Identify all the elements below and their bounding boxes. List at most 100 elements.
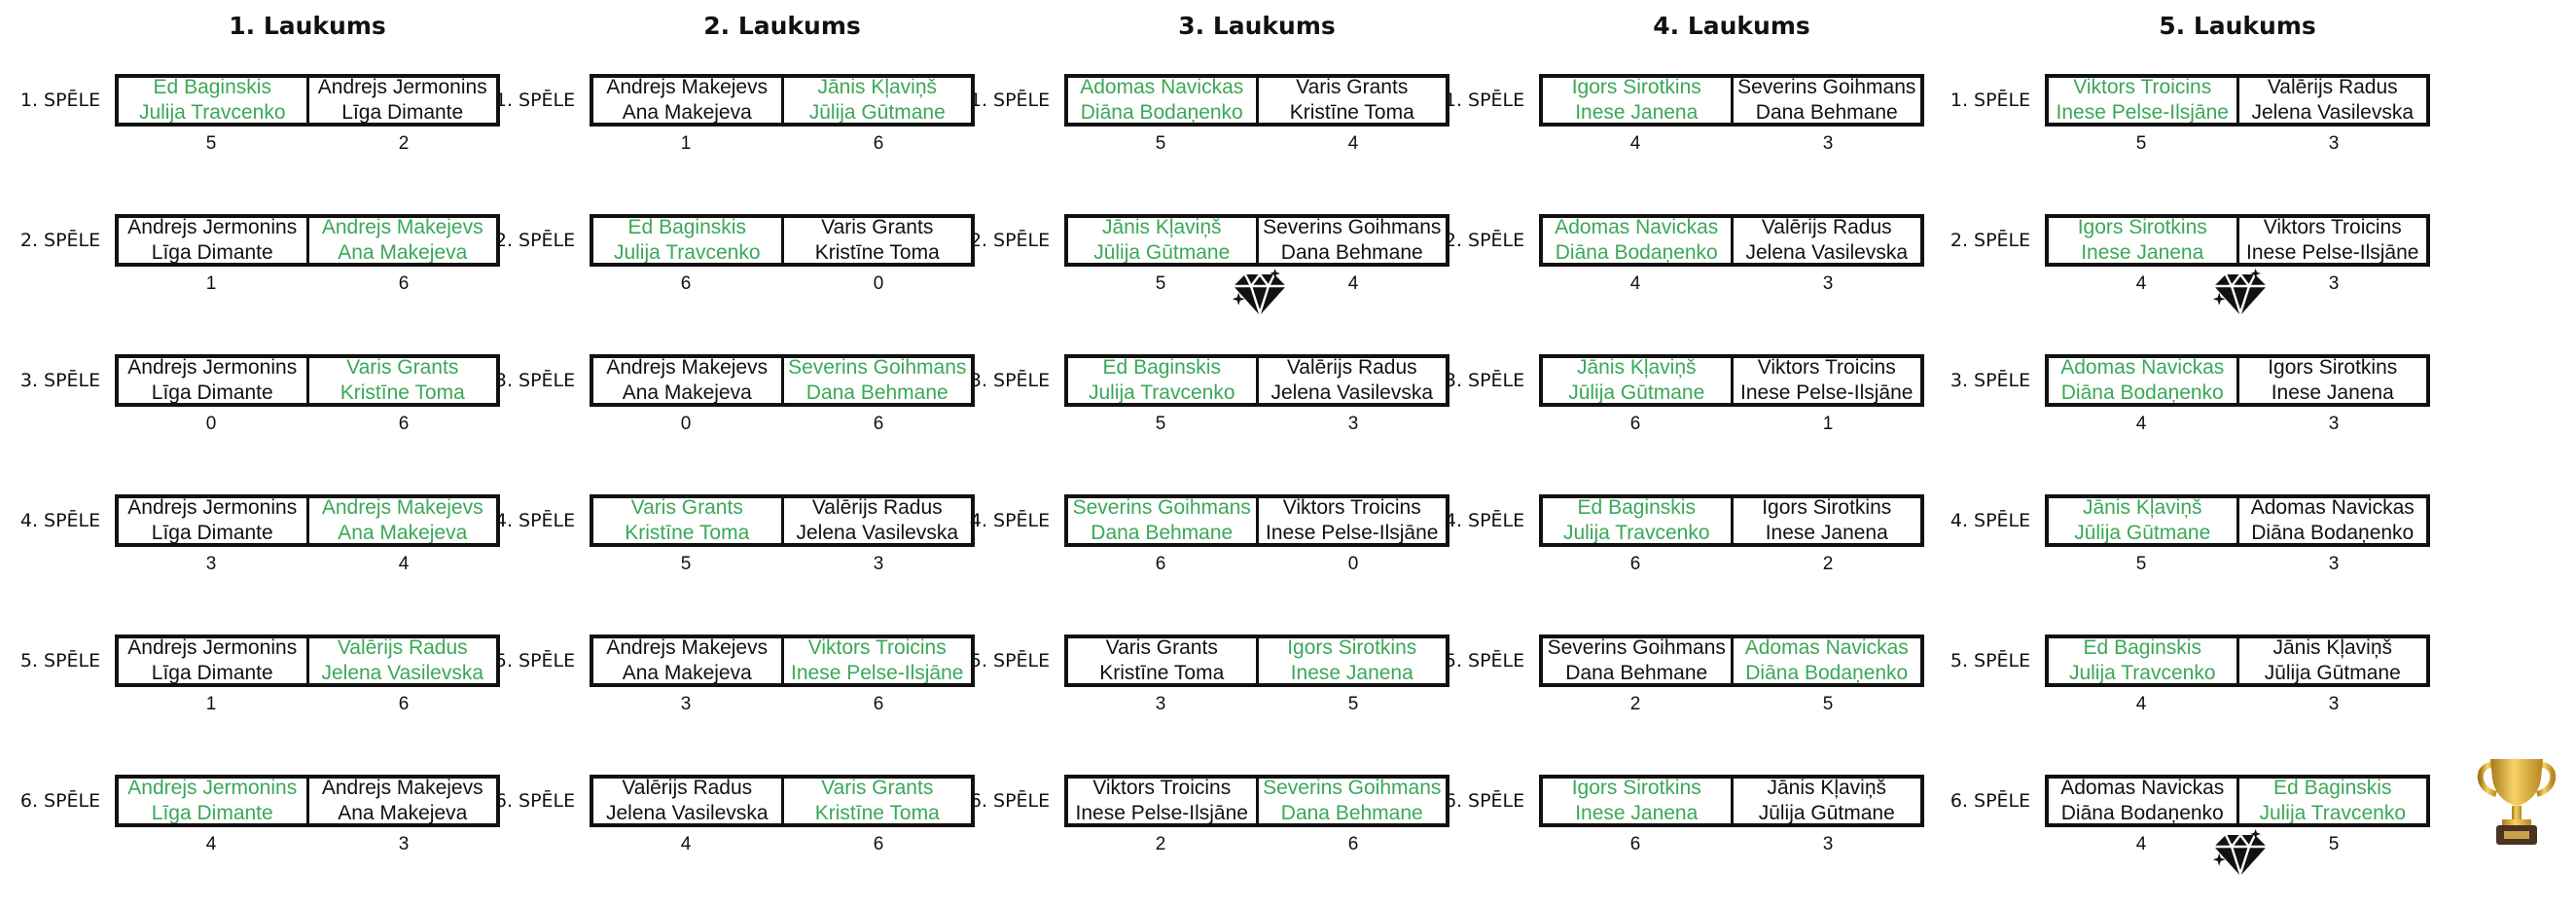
player-name: Jūlija Gūtmane [2074,522,2211,543]
score-right: 3 [1822,133,1834,154]
player-name: Līga Dimante [151,662,273,683]
player-name: Jānis Kļaviņš [2272,638,2393,659]
player-name: Jānis Kļaviņš [1767,779,1887,799]
player-name: Andrejs Makejevs [606,78,769,98]
player-name: Ana Makejeva [338,802,468,823]
score-left: 5 [2135,554,2147,574]
player-name: Julija Travcenko [1562,522,1710,543]
score-left: 4 [1629,133,1641,154]
game-label: 6. SPĒLE [1444,790,1525,812]
diamond-icon [2212,269,2269,324]
score-left: 2 [1155,834,1166,854]
trophy-icon [2471,755,2562,853]
score-right: 6 [873,133,884,154]
player-name: Andrejs Makejevs [321,498,483,519]
score-left: 6 [680,273,692,294]
game-label: 2. SPĒLE [969,230,1051,251]
game-label: 3. SPĒLE [1444,370,1525,391]
player-name: Līga Dimante [151,522,273,543]
game-label: 3. SPĒLE [1950,370,2031,391]
score-right: 4 [1347,273,1359,294]
player-name: Andrejs Jermonins [127,779,298,799]
player-name: Jānis Kļaviņš [1101,218,1222,238]
player-name: Viktors Troicins [2263,218,2402,238]
score-left: 3 [680,694,692,714]
player-name: Līga Dimante [151,381,273,403]
score-right: 5 [1822,694,1834,714]
player-name: Igors Sirotkins [1762,498,1892,519]
player-name: Dana Behmane [1565,662,1708,683]
game-label: 2. SPĒLE [1950,230,2031,251]
player-name: Jānis Kļaviņš [817,78,938,98]
score-left: 6 [1629,834,1641,854]
player-name: Līga Dimante [151,802,273,823]
score-left: 4 [2135,694,2147,714]
player-name: Varis Grants [821,218,934,238]
game-label: 6. SPĒLE [494,790,576,812]
score-right: 3 [2328,133,2340,154]
score-left: 0 [680,414,692,434]
player-name: Kristīne Toma [625,522,750,543]
player-name: Adomas Navickas [2250,498,2415,519]
player-name: Jūlija Gūtmane [1758,802,1895,823]
score-left: 3 [205,554,217,574]
player-name: Valērijs Radus [811,498,943,519]
player-name: Andrejs Jermonins [127,358,298,379]
player-name: Andrejs Jermonins [127,638,298,659]
player-name: Inese Janena [1290,662,1413,683]
game-label: 1. SPĒLE [494,90,576,111]
player-name: Valērijs Radus [1761,218,1892,238]
game-label: 6. SPĒLE [969,790,1051,812]
game-label: 4. SPĒLE [1950,510,2031,531]
score-left: 5 [1155,133,1166,154]
player-name: Jānis Kļaviņš [2082,498,2202,519]
player-name: Varis Grants [1296,78,1409,98]
player-name: Severins Goihmans [1737,78,1916,98]
